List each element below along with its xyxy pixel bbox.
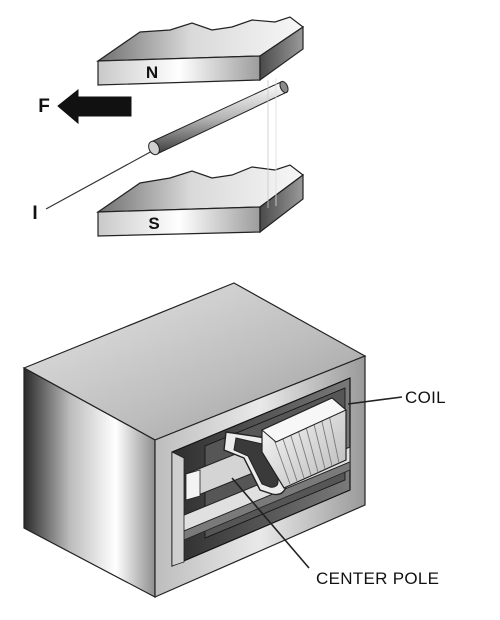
arrow-left-icon	[57, 88, 132, 125]
coil	[223, 397, 347, 496]
coil-leader-line	[347, 396, 403, 405]
conductor-rod	[45, 78, 289, 210]
north-pole-label: N	[146, 63, 158, 82]
center-pole-leader-line	[231, 477, 310, 569]
center-pole-label: CENTER POLE	[316, 569, 439, 588]
coil-label: COIL	[405, 388, 446, 407]
south-pole-label: S	[148, 214, 159, 233]
current-label: I	[32, 203, 37, 224]
south-magnet	[95, 164, 304, 237]
force-label: F	[38, 96, 50, 117]
north-magnet	[95, 16, 305, 86]
